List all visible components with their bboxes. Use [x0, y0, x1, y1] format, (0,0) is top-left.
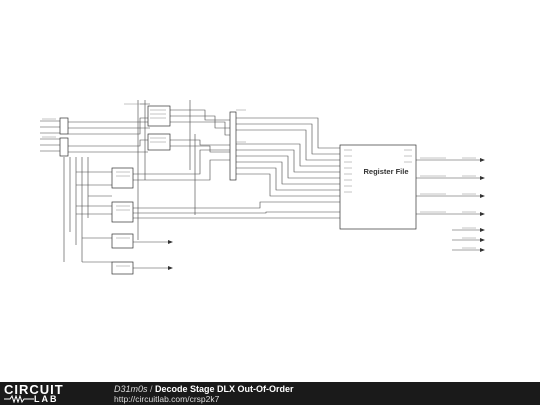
logic-block-4 [111, 261, 134, 275]
logic-block-1 [111, 167, 134, 189]
wire [133, 149, 340, 219]
wire [76, 171, 112, 263]
wire [236, 161, 340, 197]
waveform-icon [4, 395, 34, 403]
circuit-url[interactable]: http://circuitlab.com/crsp2k7 [114, 394, 220, 404]
wire [63, 157, 89, 262]
circuitlab-logo[interactable]: CIRCUIT LAB [4, 383, 92, 404]
wire [40, 120, 60, 152]
footer-bar: CIRCUIT LAB D31m0s / Decode Stage DLX Ou… [0, 382, 540, 405]
logic-block-3 [111, 233, 134, 249]
logo-text-top: CIRCUIT [4, 382, 64, 397]
wire [68, 117, 150, 153]
logo-text-bottom: LAB [34, 394, 59, 404]
pin-label-marks [42, 103, 476, 267]
mux-block-top [147, 105, 171, 127]
schematic-canvas: Register File [40, 100, 485, 275]
input-register-lower [59, 137, 69, 157]
wire [416, 159, 480, 215]
author-link[interactable]: D31m0s [114, 384, 148, 394]
wire [452, 229, 480, 251]
logic-block-2 [111, 201, 134, 223]
circuit-title-line: D31m0s / Decode Stage DLX Out-Of-Order [114, 384, 294, 394]
rename-block-middle [229, 111, 237, 181]
wire [133, 241, 168, 269]
wire [170, 109, 230, 153]
register-file-label: Register File [363, 167, 408, 176]
wire [236, 117, 340, 179]
register-file-block [339, 144, 417, 230]
title-separator: / [147, 384, 156, 394]
circuit-title: Decode Stage DLX Out-Of-Order [155, 384, 294, 394]
input-register-upper [59, 117, 69, 135]
